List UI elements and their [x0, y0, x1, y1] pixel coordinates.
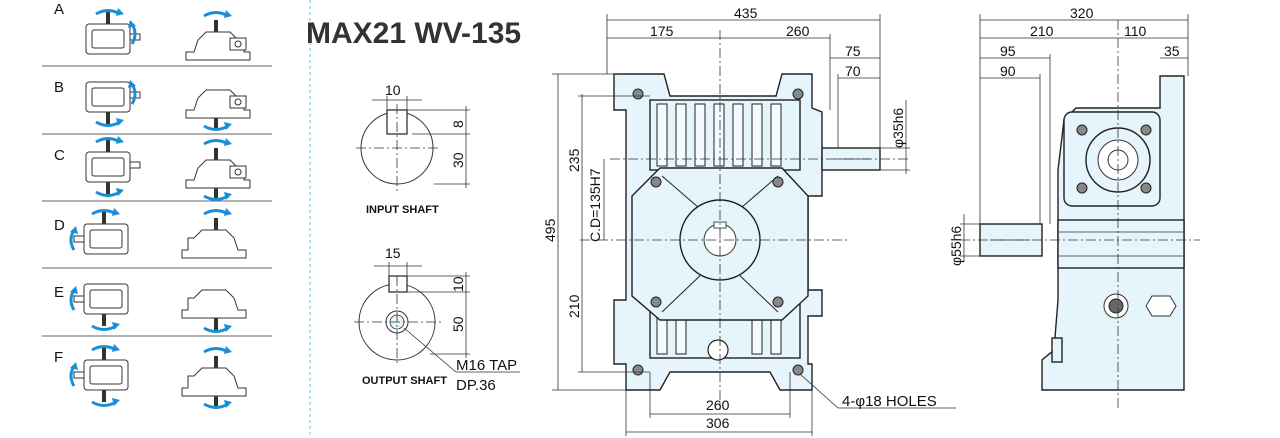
mount-row-e: E: [54, 283, 247, 333]
front-base-inner: 260: [706, 397, 730, 413]
front-upper-height: 235: [566, 148, 582, 172]
side-view-drawing: 320 210 110 95 90 35 φ55h6: [948, 5, 1200, 410]
mount-label-e: E: [54, 284, 64, 301]
mount-row-c: C: [54, 136, 251, 201]
side-shaft-dia: φ55h6: [948, 226, 964, 266]
model-title: MAX21 WV-135: [306, 17, 521, 50]
front-right-width: 260: [786, 23, 810, 39]
input-shaft-label: INPUT SHAFT: [366, 204, 439, 216]
input-key-depth: 8: [450, 120, 466, 128]
front-shaft-len-b: 70: [845, 63, 861, 79]
front-left-width: 175: [650, 23, 674, 39]
output-radius: 50: [450, 316, 466, 332]
input-key-width: 10: [385, 82, 401, 98]
front-height: 495: [542, 218, 558, 242]
mounting-positions-table: A B C D: [42, 0, 311, 438]
output-shaft-section: 15 10 50 M16 TAP DP.36 OUTPUT SHAFT: [354, 245, 520, 394]
mount-label-b: B: [54, 79, 64, 96]
front-shaft-len-a: 75: [845, 43, 861, 59]
front-view-drawing: 435 175 260 75 70 φ35h6 495 235 C.D=135H…: [542, 5, 956, 436]
side-dim-90: 90: [1000, 63, 1016, 79]
mount-row-a: A: [54, 1, 251, 61]
mount-row-d: D: [54, 208, 247, 259]
side-dim-95: 95: [1000, 43, 1016, 59]
side-right-width: 110: [1124, 23, 1147, 39]
input-shaft-section: 10 8 30 INPUT SHAFT: [356, 82, 470, 216]
side-left-width: 210: [1030, 23, 1054, 39]
mount-label-d: D: [54, 217, 65, 234]
front-overall-width: 435: [734, 5, 758, 21]
front-lower-height: 210: [566, 294, 582, 318]
front-base-outer: 306: [706, 415, 730, 431]
output-tap-depth: DP.36: [456, 377, 496, 394]
mount-row-f: F: [54, 344, 247, 409]
front-center-distance: C.D=135H7: [587, 168, 603, 242]
output-tap: M16 TAP: [456, 357, 517, 374]
output-key-width: 15: [385, 245, 401, 261]
input-radius: 30: [450, 152, 466, 168]
mount-label-a: A: [54, 1, 64, 18]
mount-label-f: F: [54, 349, 63, 366]
mount-row-b: B: [54, 79, 251, 131]
mount-label-c: C: [54, 147, 65, 164]
side-overall-width: 320: [1070, 5, 1094, 21]
output-shaft-label: OUTPUT SHAFT: [362, 375, 447, 387]
front-shaft-dia: φ35h6: [890, 108, 906, 148]
output-key-depth: 10: [450, 276, 466, 292]
side-dim-35: 35: [1164, 43, 1180, 59]
front-holes-note: 4-φ18 HOLES: [842, 393, 937, 410]
